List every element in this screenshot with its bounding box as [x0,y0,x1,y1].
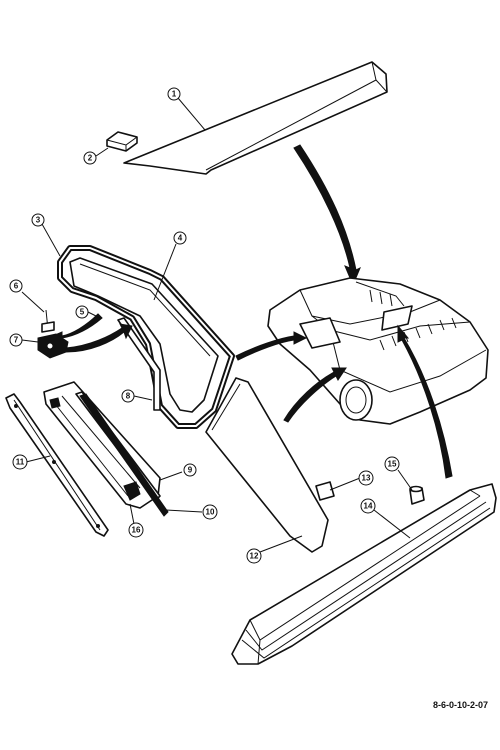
svg-text:4: 4 [178,234,183,243]
svg-text:10: 10 [206,508,215,517]
callout-3: 3 [31,213,45,227]
part-11-rail [5,393,109,537]
callout-11: 11 [12,454,28,470]
callout-7: 7 [9,333,23,347]
part-7-latch [37,333,69,359]
part-15-plug [409,485,425,505]
svg-text:3: 3 [36,216,41,225]
svg-text:6: 6 [14,282,19,291]
callout-15: 15 [384,456,400,472]
callout-10: 10 [202,504,218,520]
part-16-frame [43,381,161,509]
part-2-clip [106,131,138,152]
part-6-screw [41,309,55,333]
callout-2: 2 [83,151,97,165]
part-3-seal [57,245,235,429]
callout-6: 6 [9,279,23,293]
callout-16: 16 [128,522,144,538]
part-8-strip [117,317,161,411]
arrow-louvre-to-car [397,324,453,479]
part-4-inner-panel [69,257,219,413]
svg-text:15: 15 [388,460,397,469]
callout-9: 9 [183,463,197,477]
part-13-block [315,481,335,501]
callout-8: 8 [121,389,135,403]
callout-14: 14 [360,498,376,514]
arrow-panel-to-car [293,144,361,287]
car-illustration [267,277,489,425]
part-14-louvre [231,483,497,665]
svg-text:9: 9 [188,466,193,475]
svg-text:13: 13 [362,474,371,483]
callout-1: 1 [167,87,181,101]
part-10-strip [79,393,169,517]
callout-4: 4 [173,231,187,245]
svg-text:7: 7 [14,336,19,345]
callout-13: 13 [358,470,374,486]
svg-text:1: 1 [172,90,177,99]
reference-code: 8-6-0-10-2-07 [432,700,488,710]
svg-text:12: 12 [250,552,259,561]
part-1-upper-trim-panel [123,61,388,175]
svg-text:2: 2 [88,154,93,163]
svg-text:5: 5 [80,308,85,317]
svg-text:14: 14 [364,502,373,511]
part-12-side-panel [205,377,329,553]
svg-text:16: 16 [132,526,141,535]
arrow-panel-12-to-car [283,367,347,423]
leader-lines [21,97,413,553]
arrow-seal-to-car [235,331,308,361]
callout-5: 5 [75,305,89,319]
arrow-latch-to-panel [65,323,133,353]
svg-text:11: 11 [16,458,25,467]
callout-12: 12 [246,548,262,564]
svg-text:8: 8 [126,392,131,401]
